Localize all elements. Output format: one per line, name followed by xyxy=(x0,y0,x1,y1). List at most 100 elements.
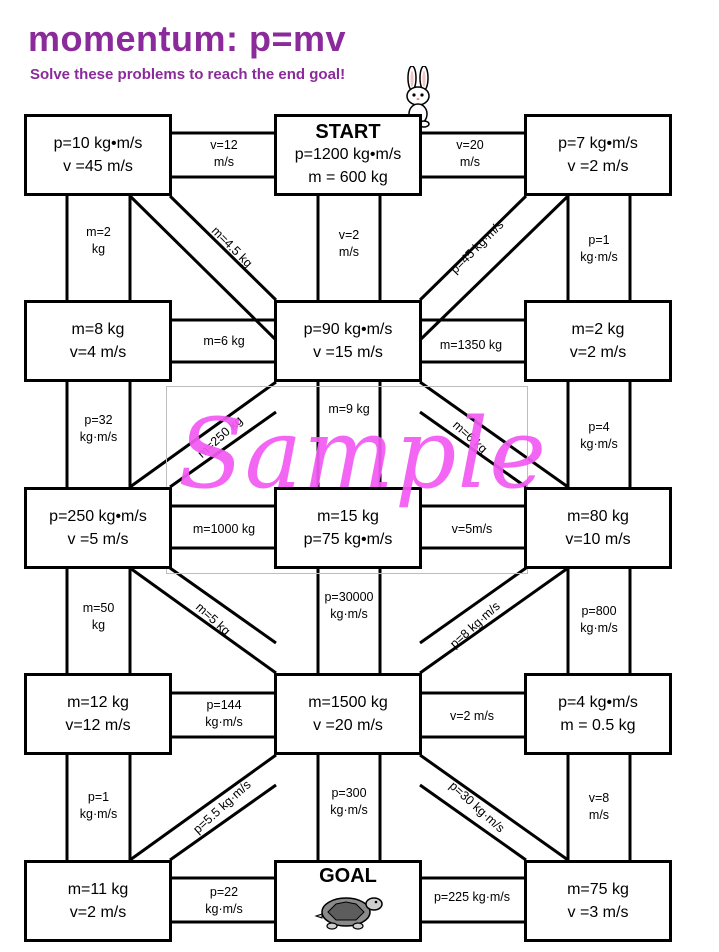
box-line: v =20 m/s xyxy=(313,717,383,734)
box-r1-c2: m=2 kg v=2 m/s xyxy=(524,300,672,382)
path-text: m/s xyxy=(213,155,235,169)
path-text: kg·m/s xyxy=(205,902,243,916)
box-line: m=11 kg xyxy=(67,881,129,898)
path-label: p=4 kg·m/s xyxy=(568,419,630,453)
box-line: p=1200 kg•m/s xyxy=(294,146,402,163)
path-text: p=144 xyxy=(206,698,242,712)
box-r3-c2: p=4 kg•m/s m = 0.5 kg xyxy=(524,673,672,755)
box-line: p=4 kg•m/s xyxy=(558,694,638,711)
path-text: kg·m/s xyxy=(79,430,118,444)
box-r2-c2: m=80 kg v=10 m/s xyxy=(524,487,672,569)
path-label: m=1000 kg xyxy=(172,521,276,538)
page-subtitle: Solve these problems to reach the end go… xyxy=(30,66,346,83)
box-r0-c0: p=10 kg•m/s v =45 m/s xyxy=(24,114,172,196)
sample-watermark: Sample xyxy=(178,398,547,510)
sample-watermark-frame xyxy=(166,386,528,574)
path-text: kg xyxy=(91,242,106,256)
path-text: m=2 xyxy=(86,225,111,239)
box-line: p=10 kg•m/s xyxy=(53,135,143,152)
box-r2-c1: m=15 kg p=75 kg•m/s xyxy=(274,487,422,569)
box-r3-c1: m=1500 kg v =20 m/s xyxy=(274,673,422,755)
box-r2-c0: p=250 kg•m/s v =5 m/s xyxy=(24,487,172,569)
path-text: p=4 xyxy=(588,420,610,434)
box-line: m=2 kg xyxy=(571,321,625,338)
box-line: m = 600 kg xyxy=(308,169,388,186)
box-line: m=1500 kg xyxy=(308,694,388,711)
path-label: p=32 kg·m/s xyxy=(67,412,130,446)
path-text: p=32 xyxy=(84,413,113,427)
box-line: p=7 kg•m/s xyxy=(558,135,638,152)
path-label: m=1350 kg xyxy=(418,337,524,354)
path-label: p=22 kg·m/s xyxy=(172,884,276,918)
path-label: m=2 kg xyxy=(67,224,130,258)
path-label: p=225 kg·m/s xyxy=(420,889,524,906)
path-text: kg·m/s xyxy=(330,607,368,621)
path-text: kg·m/s xyxy=(580,437,618,451)
goal-label: GOAL xyxy=(319,865,377,887)
page-title: momentum: p=mv xyxy=(28,18,347,59)
path-label: p=1 kg·m/s xyxy=(67,789,130,823)
turtle-icon xyxy=(314,897,383,930)
box-line: v =45 m/s xyxy=(63,158,133,175)
path-label: v=2 m/s xyxy=(420,708,524,725)
box-line: v=10 m/s xyxy=(565,531,631,548)
box-start: START p=1200 kg•m/s m = 600 kg xyxy=(274,114,422,196)
path-label: p=800 kg·m/s xyxy=(568,603,630,637)
path-label: v=20 m/s xyxy=(418,137,522,171)
box-line: m=75 kg xyxy=(567,881,629,898)
path-text: m/s xyxy=(338,245,360,259)
path-text: kg·m/s xyxy=(580,621,618,635)
path-label: v=12 m/s xyxy=(172,137,276,171)
box-line: v =2 m/s xyxy=(567,158,629,175)
path-text: p=1 xyxy=(588,233,610,247)
path-text: p=30000 xyxy=(324,590,374,604)
path-label: v=5m/s xyxy=(420,521,524,538)
path-text: v=2 xyxy=(338,228,360,242)
path-text: v=2 m/s xyxy=(449,709,495,723)
box-line: m = 0.5 kg xyxy=(560,717,636,734)
box-line: v=2 m/s xyxy=(69,904,127,921)
box-r1-c0: m=8 kg v=4 m/s xyxy=(24,300,172,382)
path-label: p=1 kg·m/s xyxy=(568,232,630,266)
path-label: p=144 kg·m/s xyxy=(172,697,276,731)
box-r4-c2: m=75 kg v =3 m/s xyxy=(524,860,672,942)
path-label: m=6 kg xyxy=(172,333,276,350)
path-text: p=22 xyxy=(209,885,239,899)
path-text: p=300 xyxy=(331,786,367,800)
path-text: p=1 xyxy=(87,790,110,804)
box-line: v=4 m/s xyxy=(69,344,127,361)
path-text: kg xyxy=(91,618,106,632)
box-line: v=12 m/s xyxy=(65,717,131,734)
path-text: m=6 kg xyxy=(203,334,245,348)
path-text: m/s xyxy=(459,155,481,169)
path-label: p=30000 kg·m/s xyxy=(318,589,380,623)
path-text: kg·m/s xyxy=(580,250,618,264)
box-r1-c1: p=90 kg•m/s v =15 m/s xyxy=(274,300,422,382)
box-r4-c0: m=11 kg v=2 m/s xyxy=(24,860,172,942)
box-line: v=2 m/s xyxy=(569,344,627,361)
path-text: v=8 xyxy=(588,791,610,805)
path-label: p=300 kg·m/s xyxy=(318,785,380,819)
path-text: v=20 xyxy=(456,138,484,152)
box-line: p=250 kg•m/s xyxy=(49,508,147,525)
box-r0-c2: p=7 kg•m/s v =2 m/s xyxy=(524,114,672,196)
box-line: v =3 m/s xyxy=(567,904,629,921)
box-line: m=12 kg xyxy=(67,694,129,711)
path-text: m=9 kg xyxy=(328,402,370,416)
box-line: m=15 kg xyxy=(317,508,379,525)
path-text: p=800 xyxy=(581,604,617,618)
path-text: kg·m/s xyxy=(330,803,368,817)
path-label: v=2 m/s xyxy=(318,227,380,261)
path-label: m=9 kg xyxy=(318,401,380,418)
box-line: p=75 kg•m/s xyxy=(303,531,393,548)
path-text: m=50 xyxy=(82,601,115,615)
box-r3-c0: m=12 kg v=12 m/s xyxy=(24,673,172,755)
path-text: kg·m/s xyxy=(205,715,243,729)
path-text: kg·m/s xyxy=(79,807,118,821)
path-text: m=1000 kg xyxy=(192,522,256,536)
box-line: v =15 m/s xyxy=(313,344,383,361)
path-text: v=5m/s xyxy=(451,522,493,536)
box-line: m=80 kg xyxy=(567,508,629,525)
path-label: v=8 m/s xyxy=(568,790,630,824)
